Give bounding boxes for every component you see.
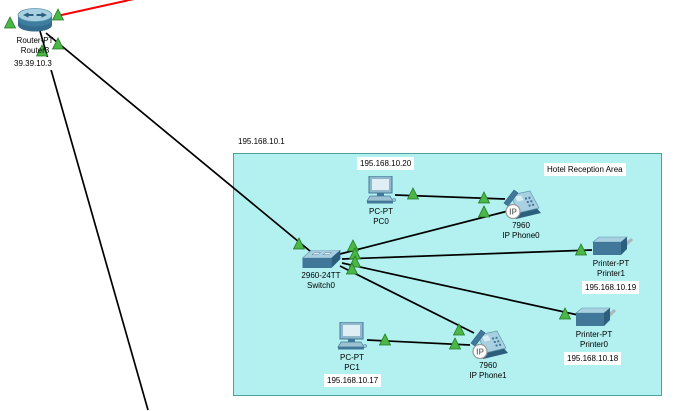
device-model-label: Printer-PT bbox=[592, 259, 630, 268]
device-name-label: IP Phone1 bbox=[469, 371, 507, 380]
device-model-label: 2960-24TT bbox=[301, 271, 341, 280]
device-name-label: PC1 bbox=[344, 363, 360, 372]
cable-router3-uplink[interactable] bbox=[56, 0, 143, 17]
device-switch0[interactable]: 2960-24TT Switch0 bbox=[301, 250, 341, 291]
switch-icon bbox=[301, 250, 340, 268]
device-printer1[interactable]: Printer-PT Printer1 bbox=[588, 236, 634, 279]
device-name-label: Printer1 bbox=[596, 269, 625, 278]
area-title-label[interactable]: Hotel Reception Area bbox=[544, 163, 626, 176]
link-status-up-icon bbox=[51, 8, 65, 21]
ip-phone-icon: IP bbox=[503, 189, 541, 219]
ip-phone-icon: IP bbox=[470, 329, 508, 359]
pc0-ip-label[interactable]: 195.168.10.20 bbox=[357, 157, 415, 170]
device-pc0[interactable]: PC-PT PC0 bbox=[366, 176, 396, 227]
router-icon bbox=[17, 8, 53, 32]
device-name-label: Printer0 bbox=[579, 340, 608, 349]
device-name-label: IP Phone0 bbox=[502, 231, 540, 240]
network-address-label[interactable]: 195.168.10.1 bbox=[235, 135, 288, 148]
device-pc1[interactable]: PC-PT PC1 bbox=[337, 322, 367, 373]
device-name-label: PC0 bbox=[373, 217, 389, 226]
device-name-label: Switch0 bbox=[306, 281, 336, 290]
router3-ip-label[interactable]: 39.39.10.3 bbox=[11, 57, 55, 70]
printer-icon bbox=[592, 236, 633, 255]
cable-router3-offscreen[interactable] bbox=[39, 30, 149, 411]
device-ip-phone1[interactable]: IP 7960 IP Phone1 bbox=[468, 326, 508, 381]
link-status-up-icon bbox=[51, 37, 65, 50]
device-router3[interactable]: Router-PT Router3 bbox=[16, 6, 54, 56]
device-model-label: Router-PT bbox=[16, 36, 54, 45]
printer0-ip-label[interactable]: 195.168.10.18 bbox=[564, 352, 622, 365]
printer1-ip-label[interactable]: 195.168.10.19 bbox=[582, 281, 640, 294]
device-name-label: Router3 bbox=[20, 46, 50, 55]
pc1-ip-label[interactable]: 195.168.10.17 bbox=[324, 374, 382, 387]
pc-icon bbox=[337, 322, 367, 350]
pc-icon bbox=[366, 176, 396, 204]
link-status-up-icon bbox=[3, 16, 17, 29]
ip-badge-icon bbox=[472, 343, 488, 359]
device-model-label: 7960 bbox=[512, 221, 530, 230]
ip-badge-text: IP bbox=[476, 348, 484, 357]
device-ip-phone0[interactable]: IP 7960 IP Phone0 bbox=[501, 186, 541, 241]
ip-badge-text: IP bbox=[509, 208, 517, 217]
device-model-label: Printer-PT bbox=[575, 330, 613, 339]
printer-icon bbox=[575, 307, 616, 326]
device-printer0[interactable]: Printer-PT Printer0 bbox=[571, 307, 617, 350]
device-model-label: PC-PT bbox=[369, 207, 393, 216]
device-model-label: 7960 bbox=[479, 361, 497, 370]
device-model-label: PC-PT bbox=[340, 353, 364, 362]
